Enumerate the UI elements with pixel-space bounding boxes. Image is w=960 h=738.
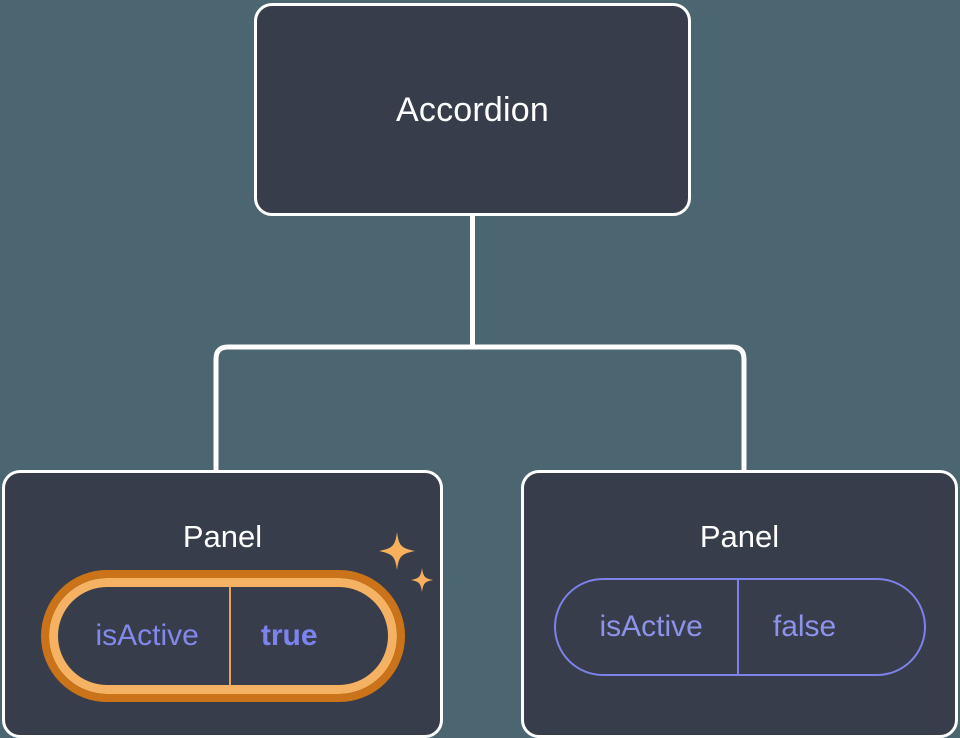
prop-pill-active-wrap: isActive true [40,532,433,702]
node-panel-active-title: Panel [182,519,263,554]
sparkle-large-icon [378,532,415,570]
connector-branch-bus [213,344,747,470]
prop-key-isactive: isActive [599,610,703,643]
prop-pill-inactive-wrap: isActive false [553,578,926,676]
sparkle-small-icon [410,568,433,592]
panel-inactive-content: Panel isActive false [524,473,955,676]
prop-key-isactive: isActive [95,619,199,652]
node-panel-inactive[interactable]: Panel isActive false [521,470,958,738]
node-panel-inactive-title: Panel [699,519,780,554]
prop-pill-isactive-true[interactable]: isActive true [40,570,405,702]
panel-active-content: Panel isActive true [5,473,440,702]
prop-value-false: false [736,580,880,674]
prop-pill-isactive-false[interactable]: isActive false [553,578,926,676]
node-accordion[interactable]: Accordion [254,3,691,216]
prop-value-true: true [228,587,358,685]
node-accordion-title: Accordion [396,90,549,129]
node-panel-active[interactable]: Panel isActive true [2,470,443,738]
sparkle-icon [378,532,433,592]
